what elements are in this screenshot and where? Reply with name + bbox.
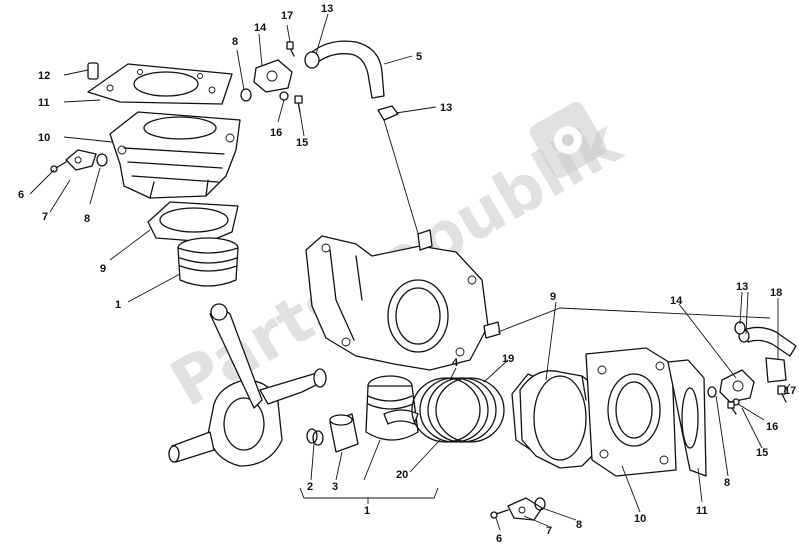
callout-15: 15 [296, 137, 308, 149]
callout-16-lower: 16 [766, 421, 778, 433]
callout-18: 18 [770, 287, 782, 299]
callout-16: 16 [270, 127, 282, 139]
callout-8: 8 [84, 213, 90, 225]
watermark-gear-icon [529, 101, 607, 179]
callout-10: 10 [38, 132, 50, 144]
callout-7-lower: 7 [546, 525, 552, 537]
head-gasket [87, 63, 233, 105]
water-fitting-lower [707, 369, 787, 415]
callout-14-lower: 14 [670, 295, 683, 307]
hose-guide-line [497, 307, 771, 333]
callout-5: 5 [416, 51, 422, 63]
callout-2: 2 [307, 481, 313, 493]
callout-3: 3 [332, 481, 338, 493]
callout-14: 14 [254, 22, 267, 34]
head-gasket-lower [667, 359, 707, 477]
callout-8-lower-right: 8 [724, 477, 730, 489]
callout-11: 11 [38, 97, 50, 109]
piston-pin [329, 413, 359, 453]
callout-13-clamp: 13 [440, 102, 452, 114]
callout-8-top: 8 [232, 36, 238, 48]
callout-9-lower: 9 [550, 291, 556, 303]
callout-17-lower: 17 [784, 385, 796, 397]
callout-13: 13 [321, 3, 333, 15]
coolant-hose [304, 40, 399, 121]
crankcase [305, 229, 501, 371]
callout-10-lower: 10 [634, 513, 646, 525]
base-gasket [147, 201, 239, 243]
callout-20: 20 [396, 469, 408, 481]
circlips [306, 428, 324, 446]
callout-17: 17 [281, 10, 293, 22]
callout-6-lower: 6 [496, 533, 502, 545]
callout-8-lower: 8 [576, 519, 582, 531]
callout-9: 9 [100, 263, 106, 275]
flange-cover-left [50, 149, 108, 173]
cylinder-upper [109, 111, 241, 199]
water-fitting-top [240, 41, 303, 113]
callout-12: 12 [38, 70, 50, 82]
callout-7: 7 [42, 211, 48, 223]
coolant-hose-lower [734, 321, 797, 383]
cylinder-head-lower [585, 347, 677, 477]
leader-lines [29, 13, 791, 531]
flange-cover-lower [490, 497, 546, 521]
piston-rings [411, 377, 505, 443]
piston-upper [177, 237, 239, 287]
callout-11-lower: 11 [696, 505, 708, 517]
callout-15-lower: 15 [756, 447, 768, 459]
callout-labels: 12 11 10 6 7 8 9 1 8 14 17 13 5 13 16 15… [18, 3, 796, 545]
callout-1-lower: 1 [364, 505, 370, 517]
callout-6: 6 [18, 189, 24, 201]
callout-13-lower: 13 [736, 281, 748, 293]
connecting-rod [209, 303, 327, 409]
callout-1: 1 [115, 299, 121, 311]
dowel-pin [87, 62, 99, 80]
callout-4: 4 [452, 357, 459, 369]
crankshaft [168, 379, 283, 467]
piston-lower [365, 375, 419, 441]
callout-19: 19 [502, 353, 514, 365]
